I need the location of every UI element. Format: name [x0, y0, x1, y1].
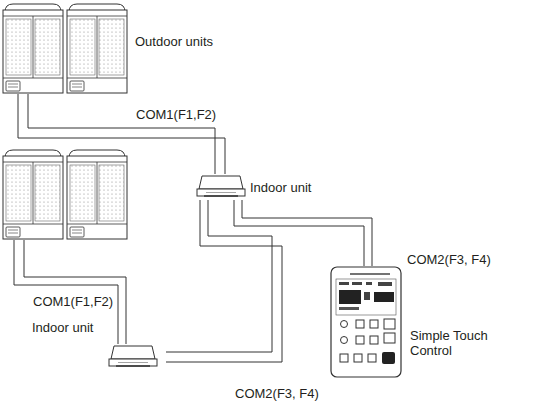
indoor-unit: Indoor unit	[100, 344, 166, 370]
outdoor-unit-pair	[3, 150, 127, 239]
com2-wire	[166, 200, 282, 362]
unit-label: Indoor unit	[32, 320, 93, 335]
unit-label: Simple Touch Control	[410, 328, 500, 358]
com1-wire	[18, 94, 225, 174]
com1-wire	[18, 94, 225, 174]
indoor-unit-outline	[100, 344, 166, 370]
indoor-unit: Indoor unit	[196, 174, 246, 200]
com2-wire	[242, 200, 372, 266]
com2-wire	[166, 200, 282, 362]
signal-name: COM1(F1,F2)	[135, 107, 217, 122]
outdoor-unit-pair: Outdoor units	[2, 2, 130, 94]
com1-wire	[14, 240, 126, 344]
com2-wire	[234, 200, 364, 266]
signal-name: COM1(F1,F2)	[32, 294, 114, 309]
com2-wire	[234, 200, 372, 266]
touch-controller: Simple Touch Control	[330, 266, 402, 378]
com1-wire	[28, 94, 215, 174]
indoor-unit-outline	[196, 174, 246, 200]
signal-name: COM2(F3, F4)	[234, 386, 320, 401]
signal-name: COM2(F3, F4)	[406, 252, 492, 267]
unit-label: Outdoor units	[135, 34, 213, 49]
unit-label: Indoor unit	[250, 180, 311, 195]
touch-controller-outline	[330, 266, 402, 378]
com2-wire	[166, 200, 272, 352]
outdoor-unit-pair-outline	[2, 2, 130, 94]
